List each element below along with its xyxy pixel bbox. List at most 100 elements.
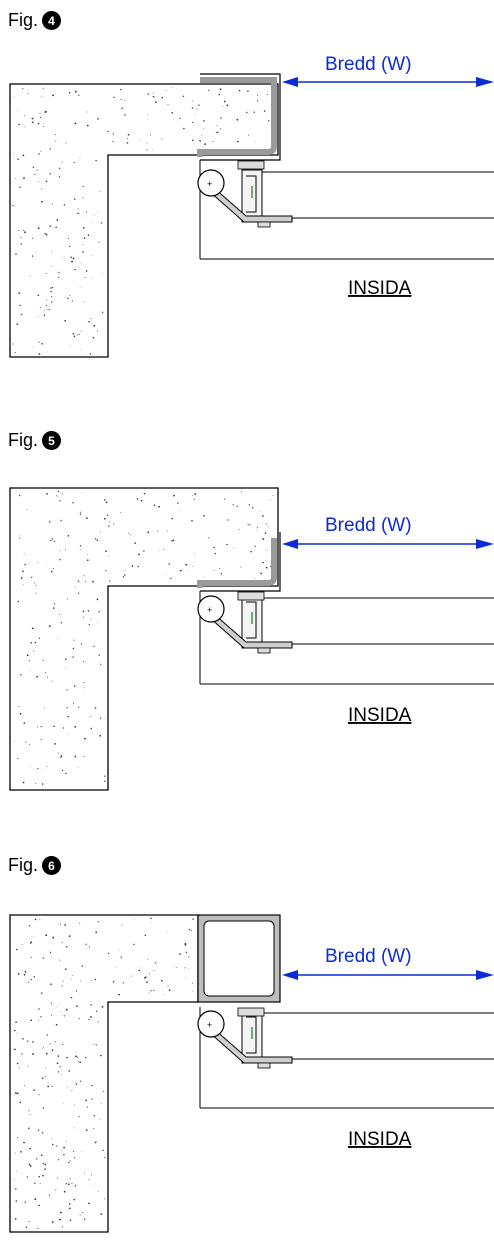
rail-channel — [246, 601, 257, 639]
concrete-speckle — [51, 1221, 54, 1223]
roller-wheel — [197, 1010, 225, 1038]
concrete-speckle — [33, 976, 36, 978]
concrete-speckle — [63, 204, 66, 206]
concrete-speckle — [41, 188, 43, 190]
concrete-speckle — [179, 569, 182, 572]
concrete-speckle — [32, 346, 34, 348]
concrete-speckle — [101, 1006, 104, 1008]
concrete-speckle — [61, 942, 63, 944]
concrete-speckle — [34, 582, 36, 584]
concrete-speckle — [154, 962, 157, 964]
concrete-speckle — [91, 1098, 93, 1100]
concrete-speckle — [113, 96, 115, 98]
concrete-speckle — [42, 1132, 44, 1134]
concrete-speckle — [31, 121, 34, 124]
concrete-speckle — [250, 550, 252, 553]
concrete-speckle — [129, 534, 131, 536]
concrete-speckle — [78, 94, 80, 96]
concrete-speckle — [165, 574, 166, 575]
concrete-speckle — [29, 1165, 32, 1167]
concrete-speckle — [17, 1033, 18, 1034]
concrete-speckle — [44, 1163, 47, 1166]
concrete-speckle — [77, 334, 79, 336]
concrete-speckle — [38, 1094, 40, 1096]
figure-5: Fig. 5 + Bredd (W) INSIDA — [0, 420, 494, 820]
concrete-speckle — [49, 951, 52, 954]
concrete-speckle — [44, 1168, 46, 1170]
concrete-speckle — [198, 104, 200, 106]
concrete-speckle — [18, 494, 21, 497]
concrete-speckle — [272, 495, 274, 497]
concrete-speckle — [152, 92, 154, 94]
concrete-speckle — [83, 237, 86, 239]
concrete-speckle — [80, 643, 83, 645]
concrete-speckle — [84, 687, 85, 689]
concrete-speckle — [72, 975, 74, 976]
concrete-speckle — [75, 1082, 77, 1084]
concrete-speckle — [49, 521, 51, 523]
concrete-speckle — [75, 990, 78, 992]
concrete-speckle — [58, 752, 59, 754]
concrete-speckle — [28, 660, 30, 662]
concrete-speckle — [73, 161, 75, 163]
concrete-speckle — [168, 563, 170, 565]
concrete-speckle — [13, 1029, 16, 1032]
concrete-speckle — [36, 1158, 38, 1160]
roller-center-mark: + — [207, 179, 212, 189]
concrete-speckle — [173, 494, 175, 497]
concrete-speckle — [28, 670, 30, 671]
concrete-speckle — [87, 111, 88, 113]
concrete-speckle — [104, 517, 106, 520]
concrete-speckle — [147, 114, 148, 116]
concrete-speckle — [71, 1089, 73, 1091]
concrete-speckle — [133, 943, 135, 946]
concrete-speckle — [188, 968, 189, 970]
concrete-speckle — [28, 1221, 30, 1223]
concrete-speckle — [194, 493, 197, 495]
concrete-speckle — [67, 598, 68, 600]
concrete-speckle — [80, 548, 82, 550]
concrete-speckle — [37, 561, 39, 563]
concrete-speckle — [118, 949, 120, 951]
concrete-speckle — [39, 112, 41, 114]
inside-label: INSIDA — [348, 278, 412, 299]
concrete-speckle — [150, 990, 152, 992]
concrete-speckle — [138, 969, 141, 972]
concrete-speckle — [66, 945, 68, 948]
concrete-speckle — [103, 1090, 105, 1092]
concrete-speckle — [68, 1183, 70, 1186]
concrete-speckle — [19, 304, 21, 307]
concrete-speckle — [24, 563, 26, 566]
concrete-speckle — [52, 936, 55, 939]
concrete-speckle — [75, 1052, 77, 1054]
concrete-speckle — [101, 1103, 102, 1105]
concrete-speckle — [35, 783, 37, 785]
concrete-speckle — [56, 1062, 59, 1064]
concrete-speckle — [127, 133, 130, 136]
concrete-speckle — [171, 87, 173, 89]
concrete-speckle — [44, 232, 46, 235]
concrete-speckle — [90, 1004, 92, 1006]
concrete-speckle — [227, 519, 229, 521]
concrete-speckle — [68, 1203, 71, 1205]
concrete-speckle — [17, 1137, 18, 1139]
concrete-speckle — [35, 592, 37, 594]
concrete-speckle — [13, 740, 15, 742]
concrete-speckle — [56, 219, 58, 222]
concrete-speckle — [98, 611, 100, 613]
concrete-speckle — [104, 718, 106, 719]
fig-number-badge: 6 — [42, 856, 62, 875]
concrete-speckle — [27, 1040, 29, 1042]
concrete-speckle — [56, 1145, 58, 1147]
concrete-speckle — [105, 501, 108, 504]
concrete-speckle — [75, 1083, 78, 1085]
concrete-speckle — [263, 110, 266, 112]
concrete-speckle — [47, 676, 48, 678]
concrete-speckle — [24, 1201, 27, 1203]
concrete-speckle — [265, 566, 268, 569]
concrete-speckle — [127, 138, 129, 139]
concrete-speckle — [90, 727, 92, 730]
concrete-speckle — [120, 511, 122, 513]
concrete-speckle — [97, 211, 99, 213]
concrete-speckle — [25, 1149, 26, 1150]
